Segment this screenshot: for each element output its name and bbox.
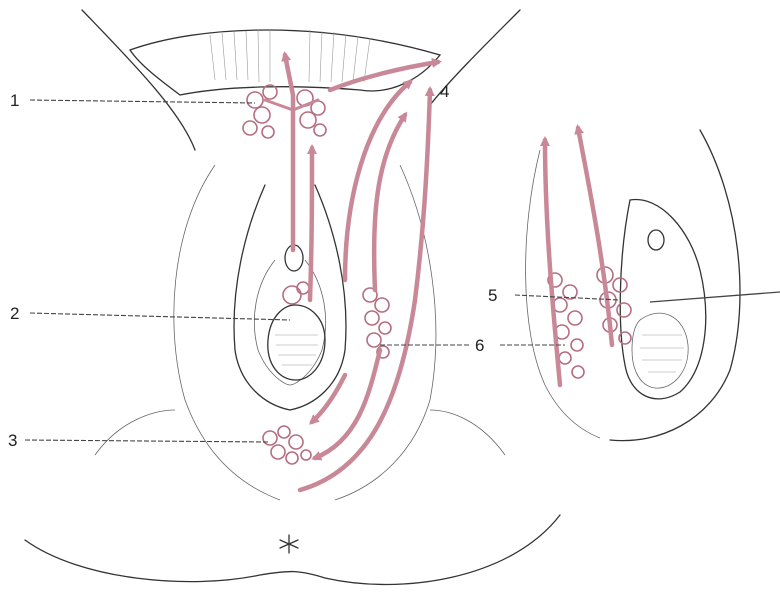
label-2: 2 <box>10 304 19 323</box>
probe-line <box>650 292 780 302</box>
body-outline-left <box>82 10 195 150</box>
detail-lymphatic-vessels <box>545 128 612 385</box>
gluteal-curve-left <box>95 410 175 455</box>
label-4: 4 <box>440 82 449 101</box>
labia-minora <box>254 260 325 385</box>
gluteal-curve-right <box>430 410 505 455</box>
thigh-left-contour <box>174 165 280 500</box>
label-5: 5 <box>488 286 497 305</box>
detail-labium-inner <box>632 313 688 388</box>
lymph-node-cluster-6-left <box>363 288 391 358</box>
vaginal-rugae <box>275 335 318 365</box>
buttock-outline <box>25 515 560 584</box>
left-figure <box>25 10 560 584</box>
anus-symbol <box>280 535 298 553</box>
label-6: 6 <box>475 336 484 355</box>
detail-rugae <box>640 335 684 372</box>
vaginal-orifice <box>268 305 325 380</box>
right-figure <box>500 128 780 441</box>
detail-outline-right <box>610 130 740 441</box>
detail-clitoris <box>648 230 664 250</box>
leader-2 <box>30 313 290 320</box>
lymph-node-cluster-3 <box>263 426 311 464</box>
lymphatic-vessels-left <box>265 55 438 490</box>
labia-majora <box>234 185 346 410</box>
leader-1 <box>30 100 255 103</box>
lymph-node-cluster-1 <box>243 85 326 138</box>
leader-3 <box>25 440 268 442</box>
lymph-node-cluster-2 <box>283 282 309 304</box>
label-3: 3 <box>8 431 17 450</box>
label-1: 1 <box>10 91 19 110</box>
